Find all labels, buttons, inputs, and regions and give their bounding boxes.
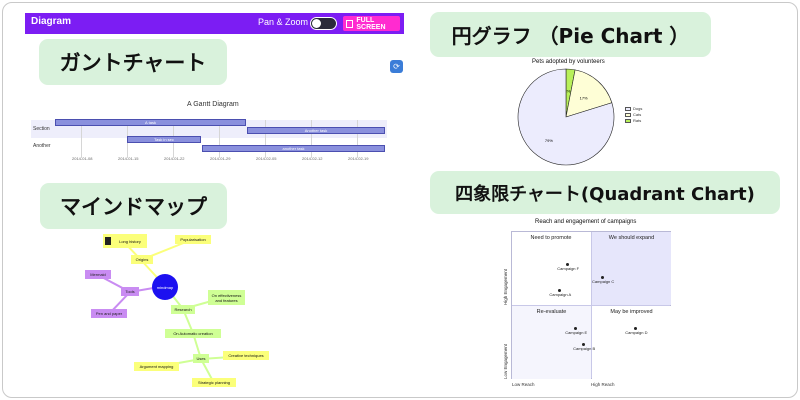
quadrant-top-right: We should expand — [592, 232, 671, 305]
toggle-knob — [312, 19, 321, 28]
pie-slice-label: 79% — [545, 138, 553, 143]
quadrant-point[interactable] — [633, 326, 637, 330]
gantt-tick: 2014-02-05 — [256, 156, 277, 161]
quadrant-point[interactable] — [565, 262, 569, 266]
legend-label: Cats — [633, 112, 642, 117]
y-axis-low-label: Low Engagement — [503, 343, 508, 379]
mindmap-node-uses[interactable]: Uses — [193, 354, 209, 363]
quadrant-divider-h — [512, 305, 670, 306]
mindmap-node-long-history[interactable]: Long history — [103, 234, 147, 248]
gantt-task-bar[interactable]: A task — [55, 119, 246, 126]
gantt-tick: 2014-01-08 — [72, 156, 93, 161]
mindmap-node-effectiveness[interactable]: On effectiveness and features — [208, 290, 245, 305]
gantt-section-label: Another — [33, 143, 51, 149]
x-axis-high-label: High Reach — [591, 382, 615, 387]
fullscreen-icon — [346, 19, 354, 28]
quadrant-point-label: Campaign F — [557, 266, 580, 272]
quadrant-bottom-right: May be improved — [592, 306, 671, 379]
quadrant-point-label: Campaign B — [573, 346, 596, 352]
mindmap-node-label: Long history — [119, 238, 141, 244]
legend-swatch — [625, 106, 631, 111]
gantt-task-bar[interactable]: Task in sec — [127, 136, 201, 143]
mindmap-node-origins[interactable]: Origins — [131, 255, 153, 264]
gantt-tick: 2014-01-15 — [118, 156, 139, 161]
book-icon — [105, 237, 111, 245]
quadrant-label: Need to promote — [530, 235, 572, 241]
pie-slice-dogs[interactable] — [517, 68, 615, 166]
toolbar-title: Diagram — [31, 16, 72, 27]
legend-item: Dogs — [625, 106, 642, 112]
gantt-tick: 2014-01-29 — [210, 156, 231, 161]
quadrant-point[interactable] — [557, 288, 561, 292]
pie-slice-cats[interactable] — [565, 69, 613, 118]
mindmap-node-pen-paper[interactable]: Pen and paper — [91, 309, 127, 318]
quadrant-point-label: Campaign C — [592, 279, 615, 285]
gantt-section-label: Section — [33, 126, 50, 132]
legend-swatch — [625, 112, 631, 117]
pie-title: Pets adopted by volunteers — [532, 59, 605, 65]
swirl-icon[interactable]: ⟳ — [390, 60, 403, 73]
legend-label: Rats — [633, 118, 642, 123]
legend-item: Cats — [625, 112, 642, 118]
mindmap-root[interactable]: mindmap — [152, 274, 178, 300]
gantt-task-bar[interactable]: Another task — [247, 127, 385, 134]
quadrant-point-label: Campaign E — [565, 330, 588, 336]
mindmap-node-automatic[interactable]: On Automatic creation — [165, 329, 221, 338]
fullscreen-label: FULL SCREEN — [356, 16, 386, 31]
quadrant-label-banner: 四象限チャート(Quadrant Chart) — [430, 171, 780, 214]
legend-label: Dogs — [633, 106, 643, 111]
pie-chart: Pets adopted by volunteers 3% 17% 79% Dogs… — [508, 59, 648, 169]
pie-svg: 3% 17% 79% — [517, 68, 615, 166]
pie-legend: Dogs Cats Rats — [625, 106, 642, 124]
mindmap-node-argument[interactable]: Argument mapping — [134, 362, 179, 371]
quadrant-chart: Need to promote We should expand Re-eval… — [511, 231, 671, 379]
pan-zoom-label: Pan & Zoom — [258, 17, 309, 27]
quadrant-title: Reach and engagement of campaigns — [535, 219, 637, 225]
gantt-gridline — [311, 120, 312, 158]
pan-zoom-toggle[interactable] — [310, 17, 337, 30]
gantt-gridline — [81, 120, 82, 158]
gantt-tick: 2014-01-22 — [164, 156, 185, 161]
gantt-title: A Gantt Diagram — [187, 101, 239, 108]
quadrant-point[interactable] — [581, 342, 585, 346]
fullscreen-button[interactable]: FULL SCREEN — [343, 16, 400, 31]
quadrant-point[interactable] — [573, 326, 577, 330]
mindmap-node-research[interactable]: Research — [171, 305, 195, 314]
quadrant-label: Re-evaluate — [536, 309, 567, 315]
gantt-tick: 2014-02-19 — [348, 156, 369, 161]
quadrant-top-left: Need to promote — [512, 232, 591, 305]
mindmap-label: マインドマップ — [40, 183, 227, 229]
quadrant-bottom-left: Re-evaluate — [512, 306, 591, 379]
gantt-task-bar[interactable]: another task — [202, 145, 385, 152]
quadrant-label: We should expand — [608, 235, 655, 241]
mindmap-node-creative[interactable]: Creative techniques — [223, 351, 269, 360]
pie-slice-label: 17% — [580, 95, 588, 100]
legend-item: Rats — [625, 118, 642, 124]
mindmap-node-tools[interactable]: Tools — [121, 287, 139, 296]
quadrant-point[interactable] — [600, 275, 604, 279]
x-axis-low-label: Low Reach — [512, 382, 535, 387]
gantt-label: ガントチャート — [39, 39, 227, 85]
diagram-toolbar: Diagram Pan & Zoom FULL SCREEN — [25, 13, 404, 34]
mindmap-node-popularisation[interactable]: Popularisation — [175, 235, 211, 244]
quadrant-label: May be improved — [610, 309, 653, 315]
gantt-chart: A Gantt Diagram Section Another A task A… — [29, 101, 387, 167]
quadrant-point-label: Campaign A — [549, 292, 572, 298]
gantt-tick: 2014-02-12 — [302, 156, 323, 161]
gantt-gridline — [265, 120, 266, 158]
gantt-gridline — [357, 120, 358, 158]
pie-slice-label: 3% — [565, 89, 571, 94]
quadrant-point-label: Campaign D — [625, 330, 648, 336]
gantt-gridline — [219, 120, 220, 158]
pie-label: 円グラフ （Pie Chart ） — [430, 12, 711, 57]
legend-swatch — [625, 118, 631, 123]
mindmap-node-strategic[interactable]: Strategic planning — [192, 378, 236, 387]
y-axis-high-label: High Engagement — [503, 268, 508, 305]
mindmap-node-mermaid[interactable]: Mermaid — [85, 270, 111, 279]
